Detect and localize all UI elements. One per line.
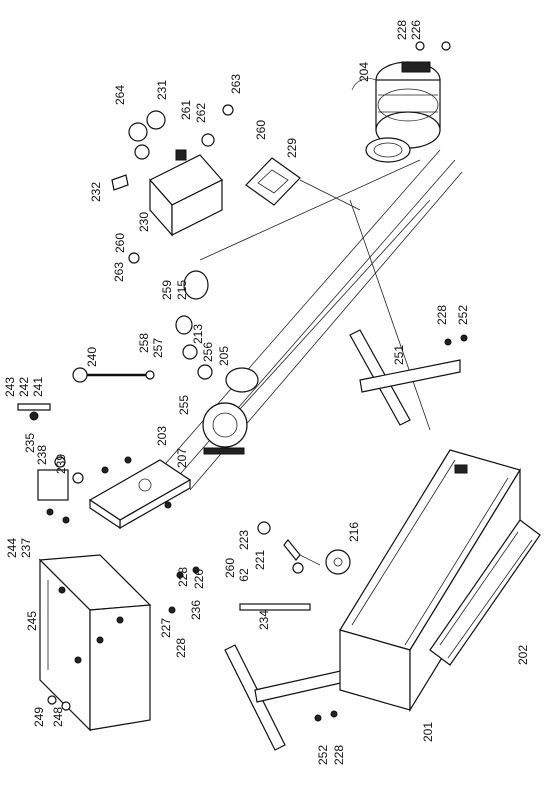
switch-box-230 [111,104,234,264]
part-label-240: 240 [85,347,99,367]
stand-201 [224,644,346,751]
part-label-236: 236 [189,600,203,620]
part-label-237: 237 [19,538,33,558]
part-label-264: 264 [113,85,127,105]
part-label-230: 230 [137,212,151,232]
handle-240 [17,367,155,421]
part-label-239: 239 [54,454,68,474]
part-label-232: 232 [89,182,103,202]
pump-group-205 [175,270,259,455]
motor-204 [351,41,451,163]
part-label-245: 245 [25,611,39,631]
top-plate-203 [88,456,192,530]
part-label-228: 228 [176,567,190,587]
part-label-256: 256 [201,342,215,362]
part-label-228: 228 [332,745,346,765]
part-label-263: 263 [112,262,126,282]
part-label-221: 221 [253,550,267,570]
part-label-238: 238 [35,445,49,465]
part-label-215: 215 [175,280,189,300]
screws [168,334,468,722]
part-label-203: 203 [155,426,169,446]
part-label-223: 223 [237,530,251,550]
part-label-258: 258 [137,333,151,353]
part-label-257: 257 [151,338,165,358]
part-label-201: 201 [421,722,435,742]
part-label-227: 227 [159,618,173,638]
part-label-260: 260 [223,558,237,578]
part-label-204: 204 [357,62,371,82]
part-label-228: 228 [174,638,188,658]
valve-block-235 [37,456,84,524]
part-label-226: 226 [409,20,423,40]
part-label-216: 216 [347,522,361,542]
part-label-228: 228 [395,20,409,40]
part-label-260: 260 [113,233,127,253]
part-label-202: 202 [516,645,530,665]
part-label-255: 255 [177,395,191,415]
part-label-248: 248 [51,707,65,727]
part-label-205: 205 [217,346,231,366]
part-label-226: 226 [192,569,206,589]
part-label-244: 244 [5,538,19,558]
plate-229 [245,157,301,206]
part-label-231: 231 [155,80,169,100]
part-label-263: 263 [229,74,243,94]
part-label-259: 259 [160,280,174,300]
part-label-242: 242 [17,377,31,397]
part-label-260: 260 [254,120,268,140]
part-label-62: 62 [237,568,251,582]
part-label-251: 251 [392,345,406,365]
part-label-241: 241 [31,377,45,397]
part-label-252: 252 [456,305,470,325]
part-label-213: 213 [191,324,205,344]
base-plate-245 [38,554,152,732]
part-label-235: 235 [23,433,37,453]
bracket-216 [257,521,351,575]
part-label-249: 249 [32,707,46,727]
part-label-261: 261 [179,100,193,120]
part-label-207: 207 [175,448,189,468]
part-label-229: 229 [285,138,299,158]
part-label-234: 234 [257,610,271,630]
stand-251 [349,329,461,426]
part-label-262: 262 [194,103,208,123]
door-202 [429,519,541,666]
bar-234 [239,603,311,611]
part-label-243: 243 [3,377,17,397]
part-label-228: 228 [435,305,449,325]
part-label-252: 252 [316,745,330,765]
